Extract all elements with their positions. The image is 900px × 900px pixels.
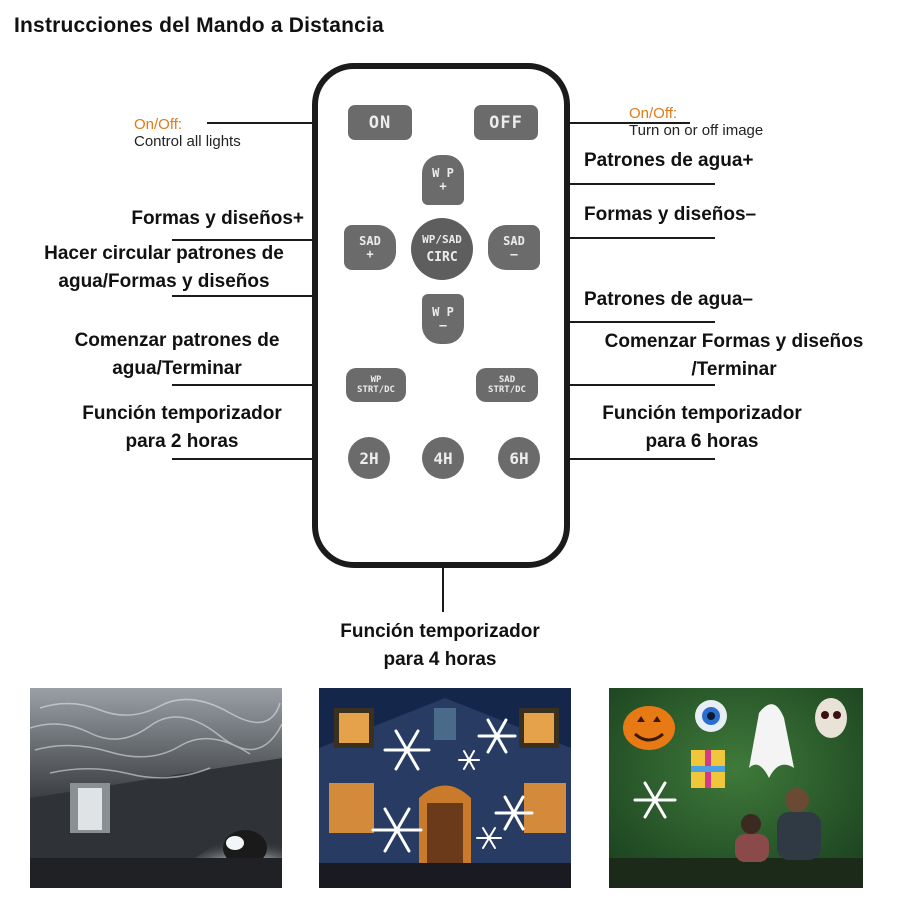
label-circ-line1: Hacer circular patrones de: [44, 243, 284, 264]
on-button[interactable]: ON: [348, 105, 412, 140]
timer-6h-button[interactable]: 6H: [498, 437, 540, 479]
circ-text-bottom: CIRC: [426, 250, 458, 265]
wp-minus-sign: —: [439, 318, 447, 332]
label-wp-plus: Patrones de agua+: [584, 150, 754, 171]
label-sad-plus: Formas y diseños+: [131, 208, 304, 229]
wp-start-text-top: WP: [370, 375, 382, 385]
label-wp-start-line2: agua/Terminar: [112, 358, 242, 379]
label-timer-4h-line1: Función temporizador: [340, 621, 540, 642]
label-timer-6h: Función temporizador para 6 horas: [582, 400, 822, 456]
timer-4h-button[interactable]: 4H: [422, 437, 464, 479]
label-circ-line2: agua/Formas y diseños: [58, 271, 270, 292]
photo-house-snowflakes: [319, 688, 571, 888]
label-wp-start: Comenzar patrones de agua/Terminar: [40, 327, 314, 383]
sad-start-text-bottom: STRT/DC: [488, 385, 526, 395]
photo-water-pattern-room: [30, 688, 282, 888]
wp-start-button[interactable]: WP STRT/DC: [346, 368, 406, 402]
wp-minus-text: W P: [432, 305, 454, 319]
onoff-left-desc: Control all lights: [134, 133, 241, 150]
sad-plus-sign: +: [366, 246, 374, 261]
onoff-left-title: On/Off:: [134, 116, 183, 133]
off-button[interactable]: OFF: [474, 105, 538, 140]
label-timer-2h-line2: para 2 horas: [125, 431, 239, 452]
sad-start-button[interactable]: SAD STRT/DC: [476, 368, 538, 402]
label-sad-start-line2: /Terminar: [691, 359, 777, 380]
onoff-right-desc: Turn on or off image: [629, 122, 764, 139]
label-circ: Hacer circular patrones de agua/Formas y…: [14, 240, 314, 296]
label-timer-6h-line2: para 6 horas: [645, 431, 759, 452]
label-sad-start-line1: Comenzar Formas y diseños: [604, 331, 864, 352]
wp-plus-text: W P: [432, 166, 454, 180]
page-title: Instrucciones del Mando a Distancia: [14, 14, 384, 37]
circ-button[interactable]: WP/SAD CIRC: [411, 218, 473, 280]
label-timer-4h-line2: para 4 horas: [383, 649, 497, 670]
label-sad-minus: Formas y diseños–: [584, 204, 757, 225]
circ-text-top: WP/SAD: [422, 233, 462, 246]
wp-minus-button[interactable]: W P —: [422, 294, 464, 344]
label-timer-4h: Función temporizador para 4 horas: [300, 618, 580, 674]
photo-halloween-projections: [609, 688, 863, 888]
timer-2h-button[interactable]: 2H: [348, 437, 390, 479]
wp-plus-button[interactable]: W P +: [422, 155, 464, 205]
onoff-right-label: On/Off: Turn on or off image: [629, 105, 763, 139]
label-wp-start-line1: Comenzar patrones de: [74, 330, 280, 351]
onoff-right-title: On/Off:: [629, 105, 678, 122]
sad-start-text-top: SAD: [498, 375, 516, 385]
sad-plus-button[interactable]: SAD +: [344, 225, 396, 270]
label-wp-minus: Patrones de agua–: [584, 289, 753, 310]
sad-minus-text: SAD: [503, 233, 525, 248]
label-timer-2h-line1: Función temporizador: [82, 403, 282, 424]
sad-plus-text: SAD: [359, 233, 381, 248]
sad-minus-sign: —: [510, 246, 518, 261]
wp-start-text-bottom: STRT/DC: [357, 385, 395, 395]
wp-plus-sign: +: [439, 179, 447, 193]
label-sad-start: Comenzar Formas y diseños /Terminar: [582, 328, 886, 384]
sad-minus-button[interactable]: SAD —: [488, 225, 540, 270]
label-timer-6h-line1: Función temporizador: [602, 403, 802, 424]
onoff-left-label: On/Off: Control all lights: [134, 116, 241, 150]
label-timer-2h: Función temporizador para 2 horas: [50, 400, 314, 456]
